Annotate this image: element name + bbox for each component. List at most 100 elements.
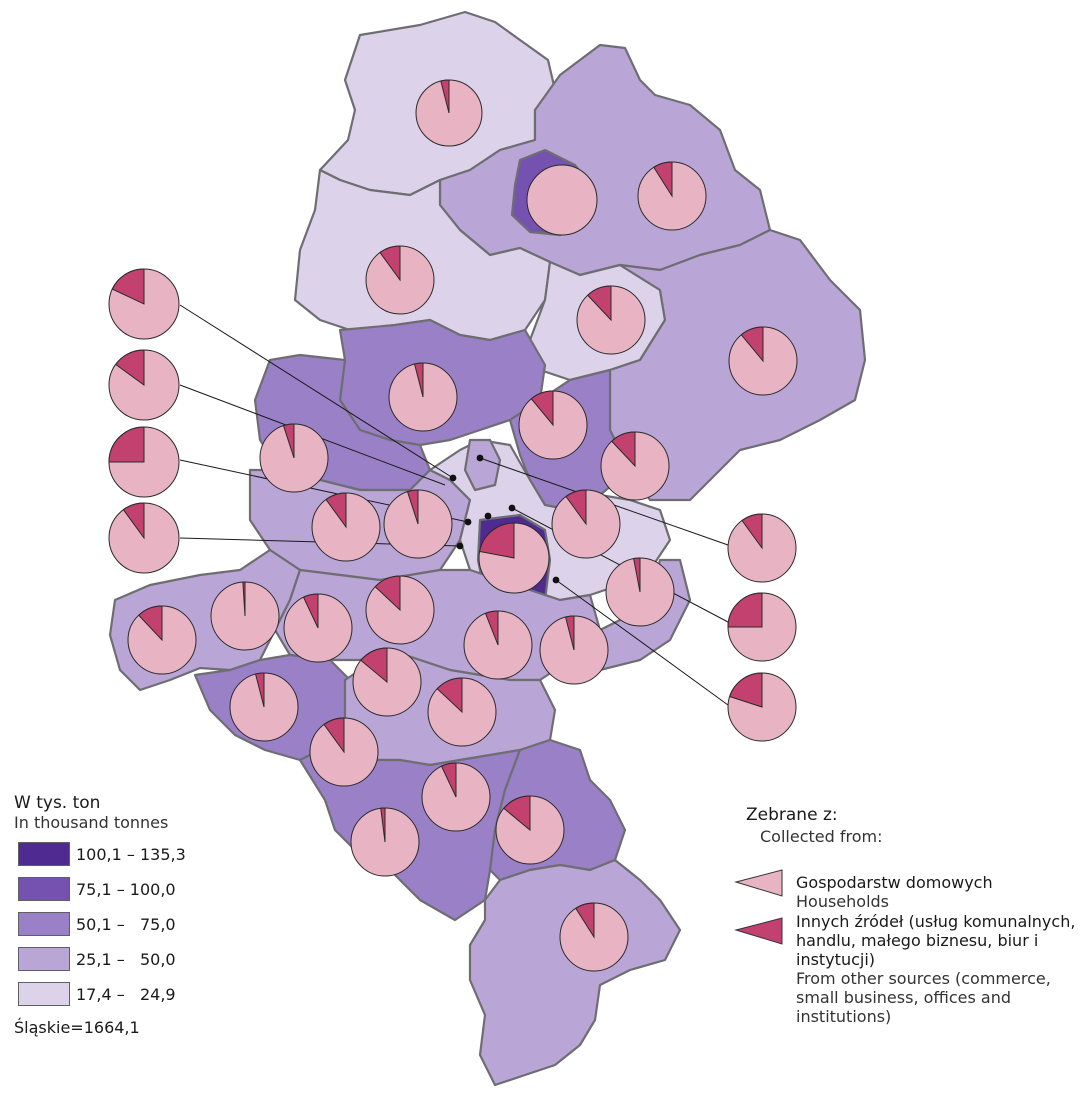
pie-callout-1: [108, 268, 180, 340]
pie-pszczynski: [427, 677, 497, 747]
pie-other-slice: [114, 349, 145, 386]
region-zywiecki: [468, 858, 682, 1087]
pie-other-slice: [565, 489, 587, 526]
sources-title-pl: Zebrane z:: [746, 805, 838, 825]
voivodeship-total: Śląskie=1664,1: [14, 1018, 140, 1037]
pie-other-slice: [360, 647, 388, 684]
pie-other-slice: [611, 431, 636, 468]
pie-other-slice: [436, 677, 463, 714]
pie-other-slice: [380, 807, 386, 843]
pie-lubliniecki: [388, 362, 458, 432]
households-label-en: Households: [796, 892, 890, 911]
legend-label-2: 75,1 – 100,0: [76, 879, 176, 899]
pie-callout-3: [108, 426, 180, 498]
pie-rybnik: [210, 581, 280, 651]
pie-bierunsko: [539, 615, 609, 685]
pie-callout-4: [108, 502, 180, 574]
pie-other-slice: [254, 672, 265, 708]
pie-callout-7: [727, 672, 797, 742]
pie-rybnicki: [283, 593, 353, 663]
sources-title-en: Collected from:: [760, 827, 883, 846]
pie-other-slice: [440, 79, 450, 114]
pie-other-slice: [406, 489, 419, 525]
pie-other-slice: [653, 161, 673, 198]
pie-other-slice: [530, 390, 554, 427]
other-sources-legend: Innych źródeł (usług komunalnych, handlu…: [796, 912, 1081, 1026]
pie-bielsko: [421, 762, 491, 832]
pie-callout-5: [727, 513, 797, 583]
legend-label-5: 17,4 – 24,9: [76, 984, 176, 1004]
pie-other-slice: [440, 762, 457, 798]
pie-czestochowa: [526, 164, 598, 236]
pie-klobucki: [365, 245, 435, 315]
legend-label-1: 100,1 – 135,3: [76, 844, 186, 864]
other-sources-label-pl: Innych źródeł (usług komunalnych, handlu…: [796, 912, 1076, 969]
legend-title-en: In thousand tonnes: [14, 813, 169, 832]
pie-other-slice: [122, 502, 145, 540]
pie-katowice: [478, 522, 550, 594]
pie-gliwice: [311, 492, 381, 562]
pie-wodzislawski: [229, 672, 299, 742]
legend-label-3: 50,1 – 75,0: [76, 914, 176, 934]
pie-other-slice: [323, 717, 345, 754]
legend-swatch-3: [18, 912, 70, 936]
pie-other-slice: [138, 605, 163, 642]
pie-zabrze: [383, 489, 453, 559]
legend-swatch-2: [18, 877, 70, 901]
pie-other-slice: [727, 592, 763, 628]
pie-other-slice: [729, 672, 763, 708]
pie-bielski: [350, 807, 420, 877]
pie-other-slice: [302, 593, 319, 629]
pie-bedzinski: [600, 431, 670, 501]
legend-title-pl: W tys. ton: [14, 793, 101, 813]
pie-callout-6: [727, 592, 797, 662]
households-legend: Gospodarstw domowych Households: [796, 873, 1076, 911]
pie-other-slice: [379, 245, 401, 282]
other-sources-wedge-icon: [734, 917, 783, 945]
pie-raciborski: [127, 605, 197, 675]
pie-cieszynski: [495, 795, 565, 865]
pie-callout-2: [108, 349, 180, 421]
pie-other-slice: [325, 492, 347, 529]
pie-sosnowiec: [551, 489, 621, 559]
pie-dabrowa: [605, 557, 675, 627]
pie-zawiercianski-b: [728, 326, 798, 396]
legend-class-2: 75,1 – 100,0: [18, 876, 176, 902]
pie-other-slice: [503, 795, 531, 832]
pie-myszkowski: [637, 161, 707, 231]
pie-other-slice: [741, 513, 763, 550]
households-wedge-icon: [734, 869, 783, 897]
pie-other-slice: [282, 423, 295, 459]
legend-swatch-1: [18, 842, 70, 866]
pie-other-slice: [108, 426, 145, 463]
pie-other-slice: [587, 285, 612, 322]
pie-zawiercianski-a: [576, 285, 646, 355]
pie-other-slice: [111, 268, 145, 305]
legend-class-4: 25,1 – 50,0: [18, 946, 176, 972]
pie-gliwicki: [259, 423, 329, 493]
pie-other-slice: [564, 615, 575, 651]
pie-other-slice: [413, 362, 424, 398]
region-bierun: [463, 438, 502, 492]
legend-swatch-5: [18, 982, 70, 1006]
pie-households-slice: [526, 164, 598, 236]
legend-class-5: 17,4 – 24,9: [18, 981, 176, 1007]
pie-other-slice: [242, 581, 246, 617]
pie-symbols: [108, 79, 798, 972]
legend-class-1: 100,1 – 135,3: [18, 841, 186, 867]
legend-class-3: 50,1 – 75,0: [18, 911, 176, 937]
pie-tychy: [463, 610, 533, 680]
pie-jastrzebie: [309, 717, 379, 787]
pie-tarnogorski: [518, 390, 588, 460]
households-label-pl: Gospodarstw domowych: [796, 873, 993, 892]
legend-label-4: 25,1 – 50,0: [76, 949, 176, 969]
pie-other-slice: [479, 522, 515, 559]
pie-czestochowski-n: [415, 79, 483, 147]
pie-other-slice: [374, 575, 401, 612]
pie-other-slice: [484, 610, 499, 646]
pie-other-slice: [740, 326, 764, 363]
other-sources-label-en: From other sources (commerce, small busi…: [796, 969, 1051, 1026]
pie-zory: [352, 647, 422, 717]
pie-other-slice: [633, 557, 641, 593]
